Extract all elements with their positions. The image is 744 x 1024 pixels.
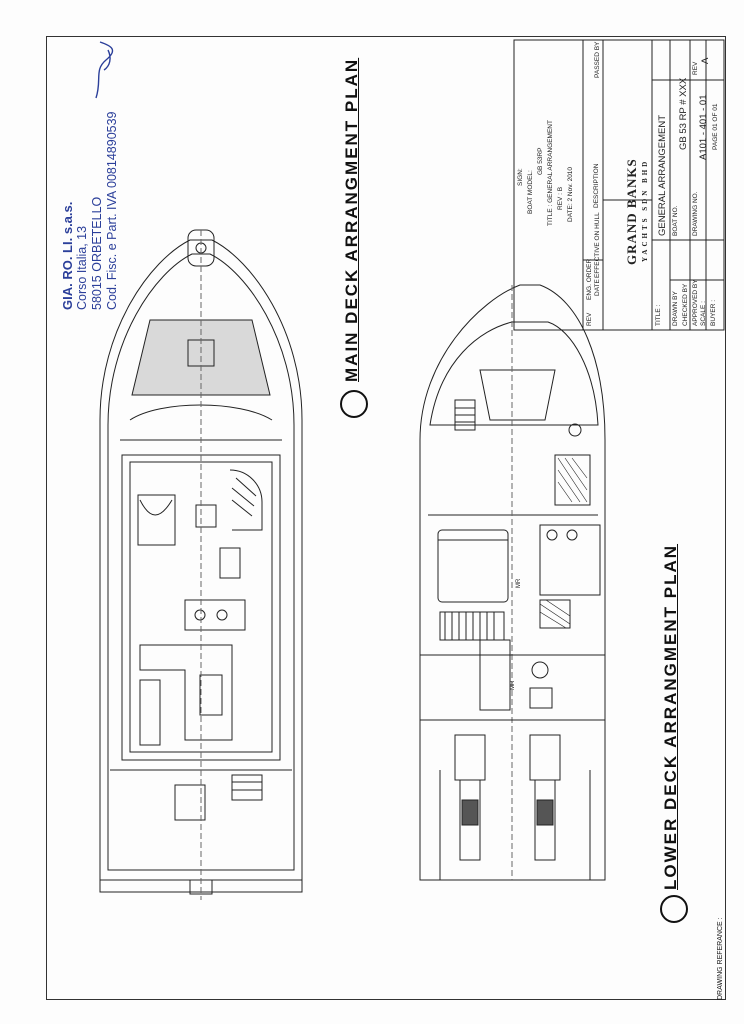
tb-scale: SCALE : bbox=[700, 301, 707, 326]
tb-rev-col: REV bbox=[586, 312, 593, 326]
tb-rev-line: REV : B bbox=[557, 186, 564, 210]
tb-checked-by: CHECKED BY bbox=[682, 283, 689, 326]
grand-banks-logo: GRAND BANKS bbox=[624, 158, 639, 265]
lower-room-label: MR bbox=[516, 578, 522, 588]
tb-buyer: BUYER : bbox=[710, 299, 717, 326]
lower-deck-marker-circle bbox=[660, 895, 688, 923]
lower-deck-plan bbox=[419, 284, 606, 881]
tb-date-col: DATE bbox=[594, 279, 601, 296]
tb-drawing-no: A101 - 401 - 01 bbox=[698, 94, 709, 161]
tb-effective-col: EFFECTIVE ON HULL bbox=[594, 212, 601, 278]
tb-approved-by: APPROVED BY bbox=[692, 279, 699, 326]
title-block-grid bbox=[513, 39, 725, 331]
tb-rev-label: REV bbox=[692, 61, 699, 75]
tb-title-value: GENERAL ARRANGEMENT bbox=[657, 114, 668, 236]
drawing-reference: DRAWING REFERANCE : bbox=[717, 917, 724, 1000]
tb-boat-model-label: BOAT MODEL: bbox=[527, 170, 534, 214]
tb-drawing-no-label: DRAWING NO. bbox=[692, 191, 699, 236]
tb-eng-order-col: ENG. ORDER bbox=[586, 258, 593, 300]
lower-room-label: MR bbox=[510, 680, 516, 690]
drawing-border bbox=[46, 36, 726, 1000]
tb-title-line: TITLE : GENERAL ARRANGEMENT bbox=[547, 120, 554, 226]
tb-passed-col: PASSED BY bbox=[594, 41, 601, 78]
tb-sign: SIGN: bbox=[517, 168, 524, 186]
tb-page: PAGE 01 OF 01 bbox=[712, 103, 719, 150]
grand-banks-subtitle: YACHTS SDN BHD bbox=[641, 158, 649, 262]
tb-rev-value: A bbox=[700, 57, 711, 64]
tb-date-line: DATE: 2 Nov. 2010 bbox=[567, 166, 574, 222]
tb-drawn-by: DRAWN BY bbox=[672, 291, 679, 326]
tb-boat-no-label: BOAT NO. bbox=[672, 205, 679, 236]
tb-title-label: TITLE : bbox=[655, 304, 662, 326]
tb-boat-model: GB 53RP bbox=[537, 147, 544, 175]
tb-boat-no: GB 53 RP # XXX bbox=[678, 77, 689, 150]
tb-description: DESCRIPTION bbox=[593, 163, 600, 208]
main-deck-plan bbox=[99, 229, 303, 900]
signature-mark bbox=[95, 41, 114, 99]
main-deck-marker-circle bbox=[340, 390, 368, 418]
